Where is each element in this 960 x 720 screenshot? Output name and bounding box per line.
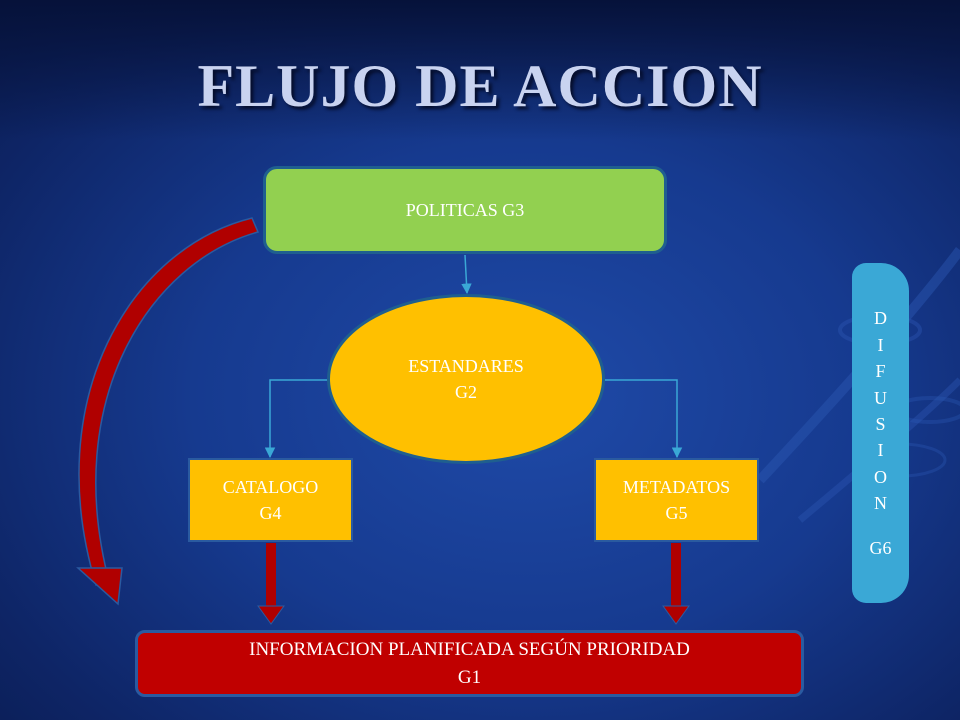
estandares-label-line2: G2	[455, 382, 477, 402]
politicas-node: POLITICAS G3	[263, 166, 667, 254]
connector-estandares-catalogo	[264, 379, 330, 459]
connector-politicas-estandares	[461, 254, 472, 295]
arrow-metadatos-informacion	[662, 543, 690, 625]
difusion-letter: N	[874, 493, 887, 514]
arrow-catalogo-informacion	[257, 543, 285, 625]
difusion-letter: U	[874, 387, 887, 408]
estandares-node: ESTANDARES G2	[327, 294, 605, 464]
difusion-letter: S	[875, 413, 886, 434]
curved-arrow-politicas-informacion	[76, 217, 260, 606]
estandares-label-line1: ESTANDARES	[408, 355, 524, 376]
difusion-letter: F	[875, 361, 886, 382]
catalogo-node: CATALOGO G4	[188, 458, 353, 542]
metadatos-label-line2: G5	[665, 503, 688, 523]
difusion-node: D I F U S I O N G6	[852, 263, 909, 603]
informacion-label-line2: G1	[457, 666, 482, 688]
slide-title: FLUJO DE ACCION	[197, 53, 763, 119]
difusion-letter: I	[877, 334, 884, 355]
difusion-letter: O	[874, 466, 887, 487]
difusion-code: G6	[869, 537, 892, 558]
difusion-letter: I	[877, 440, 884, 461]
difusion-letters: D I F U S I O N	[874, 305, 887, 517]
difusion-letter: D	[874, 308, 887, 329]
catalogo-label-line2: G4	[259, 503, 282, 523]
informacion-label-line1: INFORMACION PLANIFICADA SEGÚN PRIORIDAD	[249, 638, 690, 660]
background-top-fade	[0, 0, 960, 140]
metadatos-label-line1: METADATOS	[622, 476, 731, 497]
catalogo-label-line1: CATALOGO	[222, 476, 319, 497]
informacion-node: INFORMACION PLANIFICADA SEGÚN PRIORIDAD …	[135, 630, 804, 697]
politicas-label: POLITICAS G3	[405, 199, 525, 220]
metadatos-node: METADATOS G5	[594, 458, 759, 542]
connector-estandares-metadatos	[602, 379, 683, 459]
